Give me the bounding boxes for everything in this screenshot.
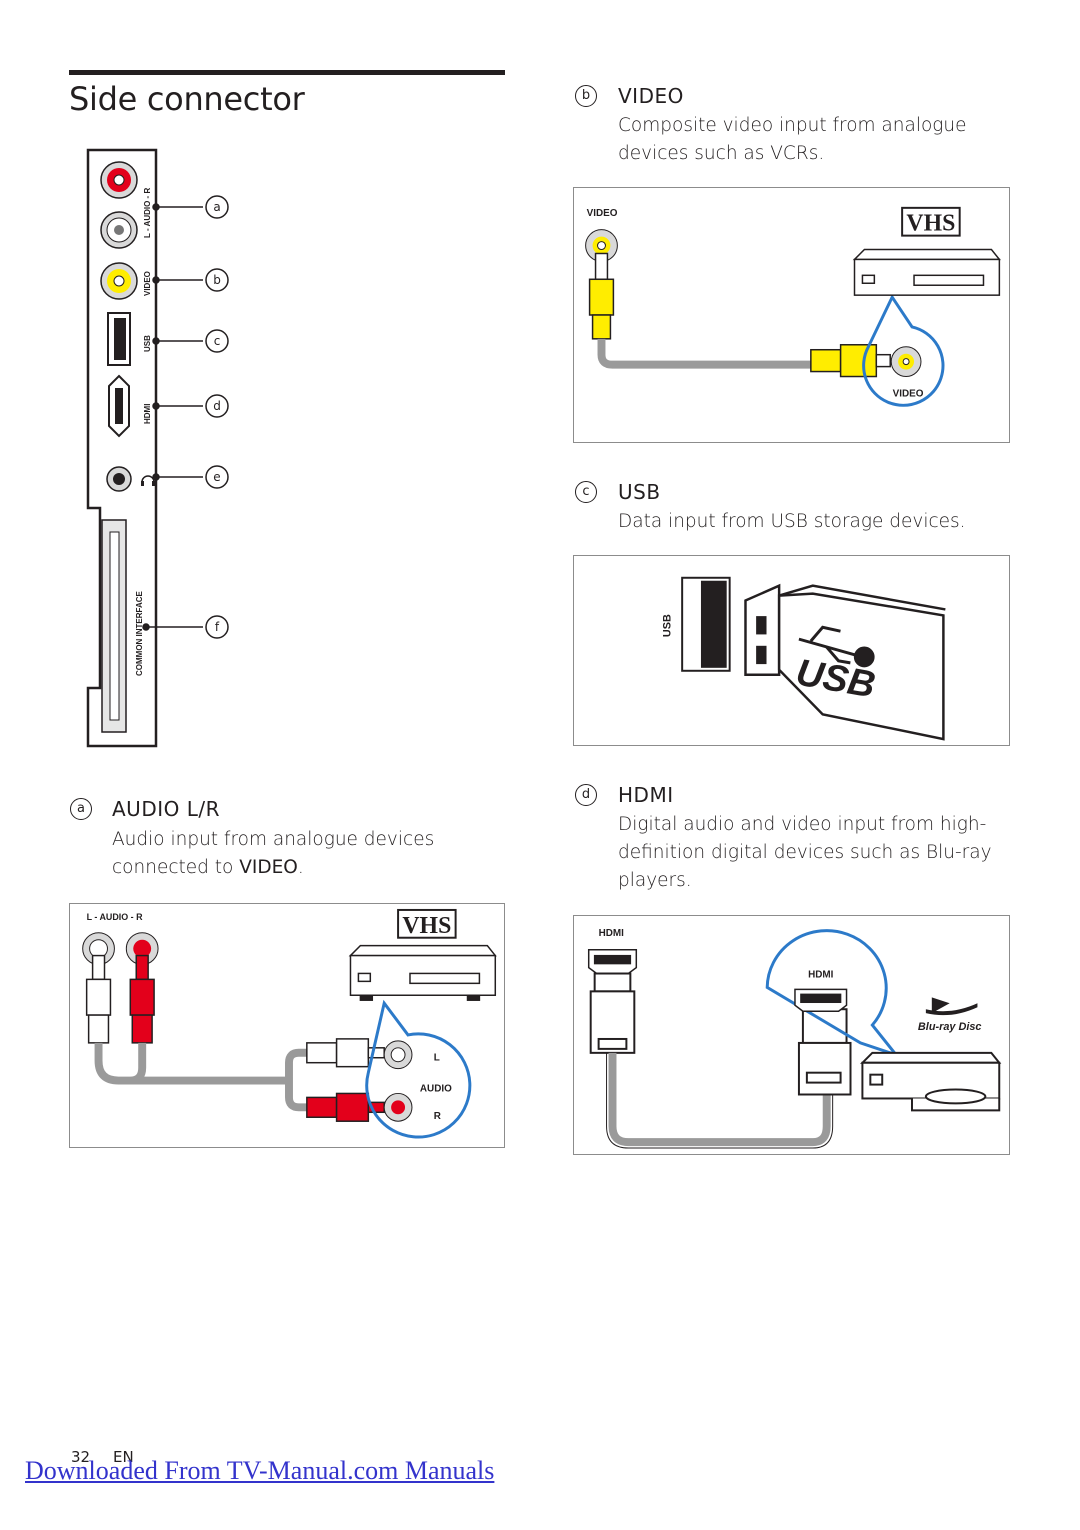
vcr-device-icon — [852, 248, 1001, 296]
callout-6: f — [215, 620, 220, 634]
hdmi-connection-figure: HDMI HDMI Blu-ray Disc — [573, 915, 1010, 1155]
video-plug-icon — [588, 252, 615, 340]
hdmi-cable-outline — [606, 1052, 834, 1149]
tv-hdmi-port-icon — [587, 948, 638, 975]
vcr-audio-l-socket-icon — [383, 1040, 413, 1070]
tv-video-socket-icon — [585, 229, 618, 262]
section-heading-video: VIDEO — [618, 84, 684, 108]
vhs-logo-icon: VHS — [397, 908, 457, 939]
desc-video-ref: VIDEO — [239, 857, 298, 878]
audio-port-label: L - AUDIO - R — [87, 912, 143, 922]
bluray-player-icon — [860, 1051, 1002, 1112]
section-desc-hdmi: Digital audio and video input from high-… — [618, 811, 1018, 895]
device-hdmi-port-icon — [794, 988, 848, 1012]
side-connector-panel: L - AUDIO - R VIDEO USB HDMI COMMON INTE… — [86, 148, 229, 748]
desc-text: Audio input from analogue devices connec… — [112, 829, 435, 878]
vcr-audio-r-socket-icon — [383, 1092, 413, 1122]
audio-l-jack-icon — [100, 211, 138, 249]
section-number-usb: c — [575, 481, 597, 503]
footer-download-link[interactable]: Downloaded From TV-Manual.com Manuals — [25, 1456, 495, 1485]
headphone-symbol-icon — [141, 475, 155, 486]
bluray-brand-label: Blu-ray Disc — [918, 1021, 982, 1033]
panel-label-common-interface: COMMON INTERFACE — [135, 590, 144, 676]
usb-connection-figure: USB USB — [573, 555, 1010, 746]
panel-label-video: VIDEO — [143, 271, 152, 296]
tv-usb-port-icon — [681, 576, 731, 672]
tv-audio-r-socket-icon — [125, 932, 159, 965]
desc-period: . — [297, 857, 304, 878]
panel-label-hdmi: HDMI — [143, 404, 152, 424]
vhs-label: VHS — [402, 913, 451, 939]
page-number: 32 — [71, 1448, 91, 1466]
section-number-video: b — [575, 85, 597, 107]
section-desc-video: Composite video input from analogue devi… — [618, 112, 1008, 168]
vcr-socket-label: VIDEO — [893, 388, 924, 399]
audio-r-jack-icon — [100, 161, 138, 199]
video-connection-figure: VIDEO VIDEO VHS — [573, 187, 1010, 443]
section-heading-hdmi: HDMI — [618, 783, 674, 807]
desc-line: players. — [618, 870, 692, 891]
page-title: Side connector — [69, 80, 305, 118]
section-desc-usb: Data input from USB storage devices. — [618, 511, 966, 532]
zoom-bubble — [365, 999, 472, 1139]
callout-2: b — [213, 273, 221, 287]
callout-1: a — [213, 200, 220, 214]
hdmi-port-icon — [108, 374, 130, 438]
vhs-label: VHS — [906, 211, 955, 237]
desc-line: devices such as VCRs. — [618, 143, 825, 164]
headphone-jack-icon — [106, 466, 132, 492]
bluray-logo-icon: Blu-ray Disc — [918, 997, 982, 1033]
hdmi-port-label: HDMI — [599, 928, 625, 939]
callout-5: e — [213, 470, 220, 484]
socket-label-audio: AUDIO — [420, 1083, 452, 1094]
zoom-bubble — [862, 294, 945, 407]
page-language: EN — [113, 1448, 134, 1466]
panel-label-usb: USB — [143, 335, 152, 352]
device-hdmi-plug-icon — [797, 1008, 852, 1096]
desc-line: definition digital devices such as Blu-r… — [618, 842, 992, 863]
title-rule — [69, 70, 505, 75]
video-cable — [597, 338, 813, 369]
usb-port-label: USB — [661, 614, 673, 637]
socket-label-l: L — [434, 1053, 440, 1064]
audio-l-plug-icon — [85, 954, 112, 1044]
vcr-video-socket-icon — [890, 346, 922, 378]
audio-connection-figure: L - AUDIO - R L AUDIO R VHS — [69, 903, 505, 1148]
vcr-audio-r-plug-icon — [306, 1092, 385, 1122]
socket-label-r: R — [434, 1111, 441, 1122]
section-heading-audio: AUDIO L/R — [112, 797, 220, 821]
vhs-logo-icon: VHS — [901, 206, 961, 237]
vcr-device-icon — [348, 944, 497, 1001]
audio-cable — [94, 1042, 309, 1112]
callout-3: c — [214, 334, 221, 348]
vcr-audio-l-plug-icon — [306, 1038, 385, 1068]
common-interface-slot-icon — [101, 519, 127, 733]
section-number-hdmi: d — [575, 784, 597, 806]
hdmi-plug-icon — [589, 972, 636, 1054]
usb-symbol-icon — [798, 625, 875, 668]
audio-r-plug-icon — [129, 954, 155, 1044]
vcr-video-plug-icon — [810, 344, 891, 378]
panel-label-audio: L - AUDIO - R — [143, 188, 152, 238]
hdmi-cable — [608, 1052, 831, 1147]
callout-4: d — [213, 399, 221, 413]
video-port-label: VIDEO — [587, 208, 618, 219]
video-jack-icon — [100, 262, 138, 300]
zoom-bubble — [765, 929, 901, 1058]
desc-line: Digital audio and video input from high- — [618, 814, 987, 835]
section-desc-audio: Audio input from analogue devices connec… — [112, 826, 472, 882]
section-heading-usb: USB — [618, 480, 661, 504]
desc-line: Composite video input from analogue — [618, 115, 967, 136]
usb-port-icon — [107, 312, 131, 366]
section-number-audio: a — [70, 798, 92, 820]
device-hdmi-label: HDMI — [808, 969, 834, 980]
